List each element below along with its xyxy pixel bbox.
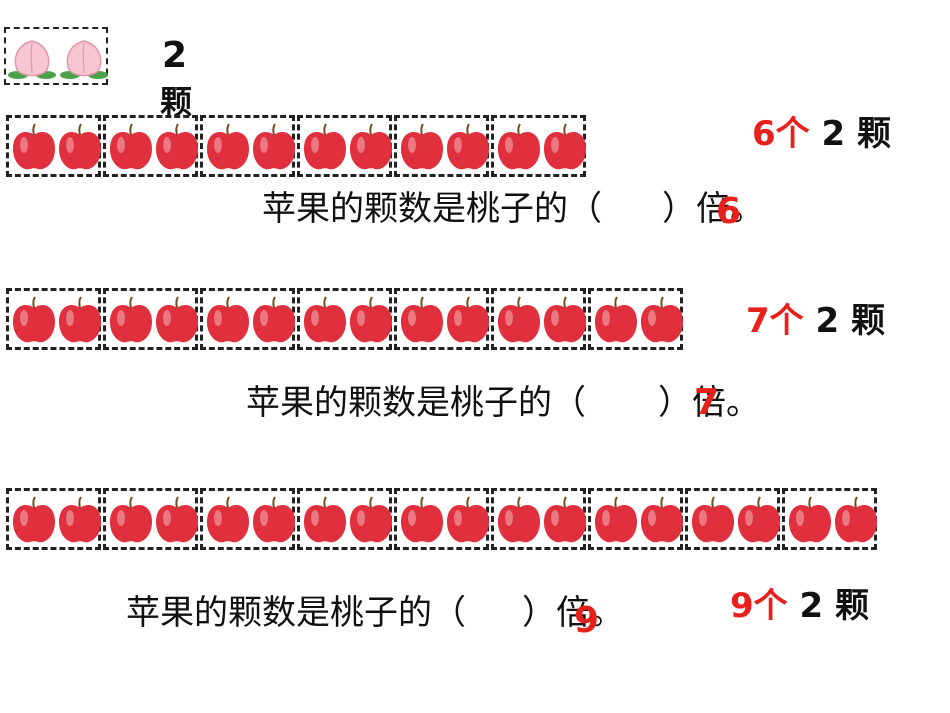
apple-icon [108, 296, 154, 346]
apple-icon [154, 123, 200, 173]
apple-icon [833, 496, 879, 546]
apple-group [103, 488, 198, 550]
apple-icon [205, 123, 251, 173]
apple-icon [251, 296, 297, 346]
peach-unit: 颗 [160, 83, 193, 121]
apple-icon [108, 123, 154, 173]
apple-icon [302, 123, 348, 173]
apple-group [394, 115, 489, 177]
apple-icon [496, 123, 542, 173]
apple-group [491, 488, 586, 550]
apple-icon [787, 496, 833, 546]
apple-icon [11, 296, 57, 346]
apple-icon [57, 123, 103, 173]
apple-icon [542, 496, 588, 546]
group-count: 9个 [730, 586, 788, 626]
answer-3: 9 [574, 600, 600, 641]
apple-icon [445, 296, 491, 346]
apple-group [200, 115, 295, 177]
apple-icon [205, 496, 251, 546]
apple-icon [205, 296, 251, 346]
apple-group [588, 488, 683, 550]
apple-icon [399, 123, 445, 173]
apple-icon [639, 496, 685, 546]
group-size: 2 颗 [821, 114, 892, 154]
apple-icon [348, 496, 394, 546]
apple-group [103, 288, 198, 350]
apple-icon [348, 296, 394, 346]
group-count-label-1: 6个 2 颗 [752, 117, 891, 151]
apple-icon [399, 296, 445, 346]
apple-group [6, 488, 101, 550]
apple-icon [690, 496, 736, 546]
apple-icon [154, 496, 200, 546]
apple-group [394, 488, 489, 550]
apple-group [394, 288, 489, 350]
peach-icon [60, 40, 108, 79]
group-count-label-3: 9个 2 颗 [730, 589, 869, 623]
apple-icon [251, 123, 297, 173]
apple-group [491, 288, 586, 350]
apple-icon [639, 296, 685, 346]
apple-group [297, 115, 392, 177]
apple-icon [445, 496, 491, 546]
apple-icon [302, 296, 348, 346]
apple-row-3 [0, 488, 950, 558]
answer-1: 6 [716, 191, 742, 232]
apple-group [200, 288, 295, 350]
apple-icon [57, 496, 103, 546]
apple-group [685, 488, 780, 550]
peach-count: 2 [162, 35, 188, 76]
apple-row-2 [0, 288, 950, 358]
apple-group [6, 115, 101, 177]
apple-icon [445, 123, 491, 173]
apple-icon [108, 496, 154, 546]
apple-group [103, 115, 198, 177]
apple-icon [542, 123, 588, 173]
apple-icon [154, 296, 200, 346]
group-count-label-2: 7个 2 颗 [746, 304, 885, 338]
apple-icon [251, 496, 297, 546]
apple-icon [348, 123, 394, 173]
apple-icon [593, 496, 639, 546]
apple-group [491, 115, 586, 177]
apple-icon [57, 296, 103, 346]
sentence-2: 苹果的颗数是桃子的（）倍。 [246, 383, 760, 423]
apple-icon [593, 296, 639, 346]
group-count: 7个 [746, 301, 804, 341]
sentence-3: 苹果的颗数是桃子的（）倍。 [126, 593, 624, 633]
sentence-1: 苹果的颗数是桃子的（）倍。 [262, 189, 764, 229]
apple-row-1 [0, 115, 950, 185]
apple-icon [11, 496, 57, 546]
group-size: 2 颗 [815, 301, 886, 341]
apple-icon [542, 296, 588, 346]
group-size: 2 颗 [799, 586, 870, 626]
apple-icon [496, 496, 542, 546]
group-count: 6个 [752, 114, 810, 154]
apple-group [297, 288, 392, 350]
apple-icon [736, 496, 782, 546]
apple-group [297, 488, 392, 550]
answer-2: 7 [694, 382, 720, 423]
apple-group [200, 488, 295, 550]
apple-icon [496, 296, 542, 346]
apple-icon [302, 496, 348, 546]
apple-icon [399, 496, 445, 546]
apple-group [588, 288, 683, 350]
peach-group [4, 27, 108, 85]
apple-group [782, 488, 877, 550]
apple-group [6, 288, 101, 350]
apple-icon [11, 123, 57, 173]
peach-icon [8, 40, 56, 79]
